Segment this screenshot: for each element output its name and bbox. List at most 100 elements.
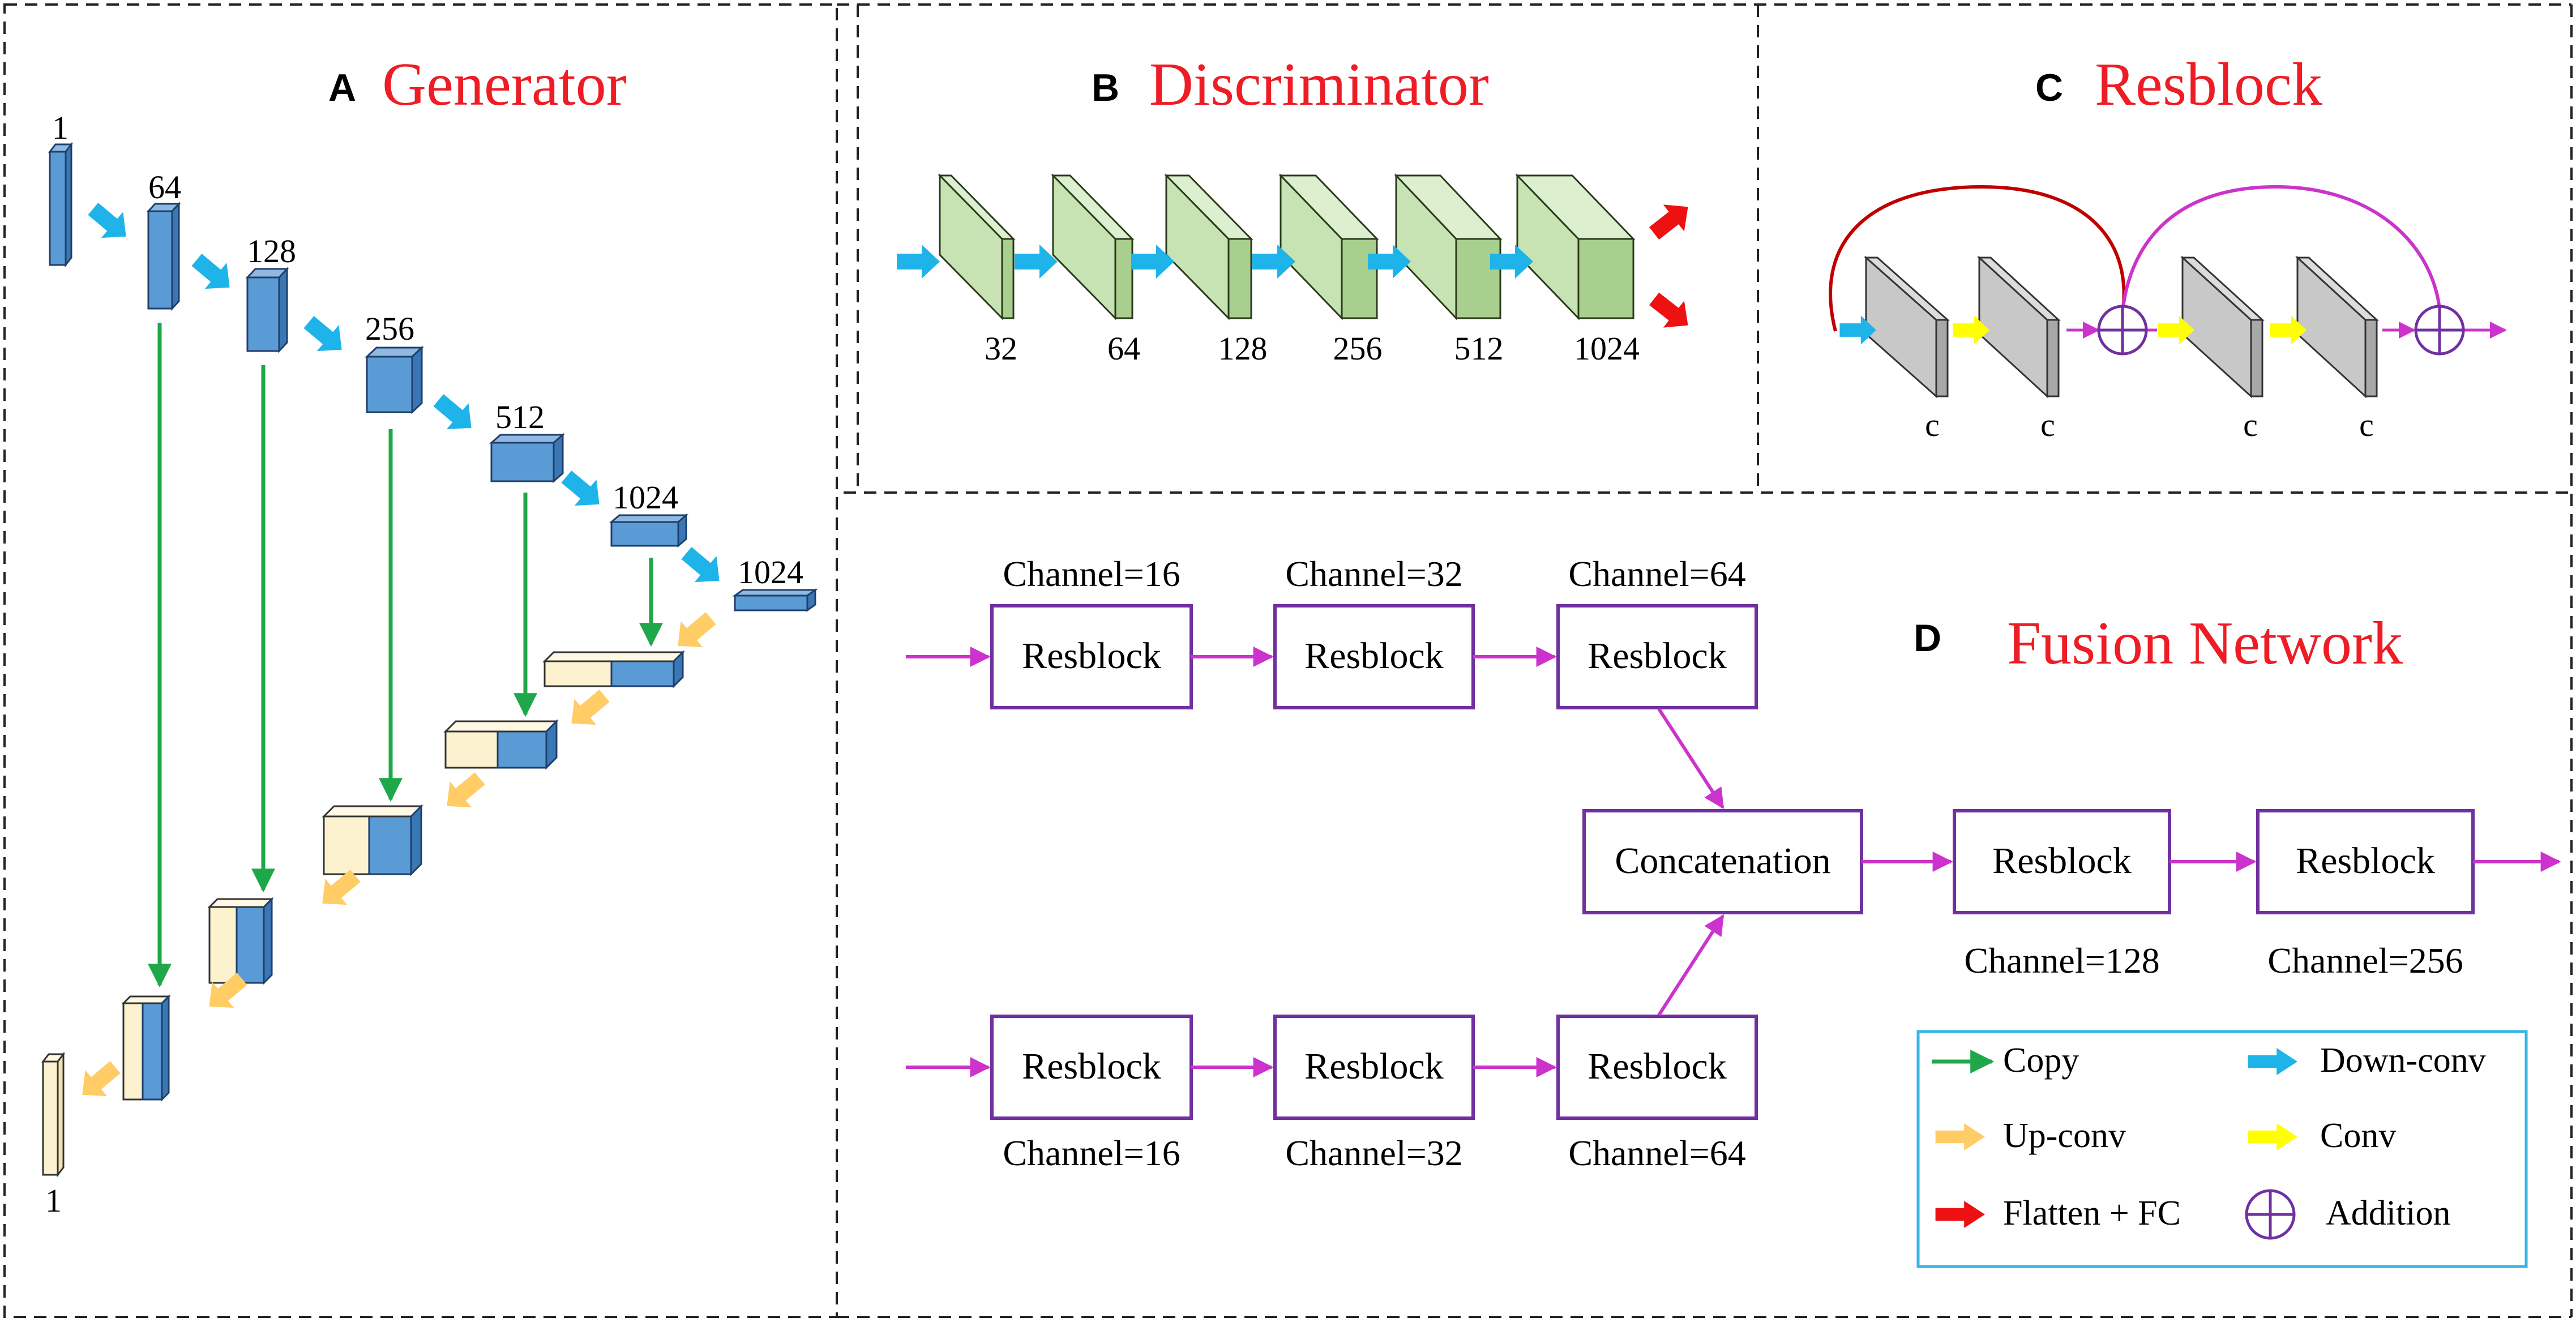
legend-box — [1916, 1030, 2528, 1268]
panel-c-letter: C — [2035, 66, 2063, 109]
resblock-box — [1556, 1015, 1758, 1120]
legend: Copy Down-conv Up-conv Conv Flatten + FC… — [1916, 1030, 2528, 1268]
panel-a-letter: A — [328, 66, 356, 109]
up-conv-arrow-icon — [667, 605, 722, 659]
res-channel-label: c — [2243, 407, 2258, 443]
res-conv-block-2 — [1977, 255, 2061, 399]
addition-legend-icon — [2245, 1189, 2296, 1240]
down-conv-arrow-icon — [298, 309, 353, 363]
decoder-block-5 — [121, 994, 171, 1102]
encoder-blocks — [48, 142, 818, 612]
legend-flatten-fc: Flatten + FC — [2003, 1194, 2181, 1233]
panel-discriminator: B Discriminator — [897, 51, 1698, 367]
disc-block-5 — [1394, 173, 1503, 320]
resblock-label: Resblock — [2296, 840, 2435, 882]
encoder-label: 64 — [148, 169, 181, 206]
channel-label: Channel=128 — [1964, 940, 2159, 981]
channel-label: Channel=32 — [1285, 554, 1462, 594]
disc-block-1 — [938, 173, 1016, 320]
encoder-label: 1 — [52, 109, 69, 146]
encoder-label: 512 — [495, 399, 545, 435]
resblock-box — [1273, 1015, 1475, 1120]
down-conv-arrow-icon — [186, 246, 241, 301]
panel-fusion: D Fusion Network Channel=16 Channel=32 C… — [906, 554, 2561, 1268]
resblock-box — [2256, 809, 2475, 914]
flatten-fc-arrow-icon — [1644, 285, 1698, 339]
fusion-title: Fusion Network — [2007, 610, 2403, 677]
disc-channel-label: 32 — [985, 330, 1017, 367]
encoder-labels: 1 64 128 256 512 1024 1024 — [52, 109, 803, 591]
encoder-block-4 — [365, 345, 424, 414]
channel-label: Channel=32 — [1285, 1133, 1462, 1173]
channel-label: Channel=16 — [1003, 554, 1180, 594]
up-conv-arrow-icon — [436, 765, 491, 819]
encoder-block-1 — [48, 142, 74, 268]
resblock-box — [990, 1015, 1193, 1120]
res-channel-label: c — [2040, 407, 2055, 443]
res-channel-label: c — [1925, 407, 1940, 443]
concatenation-box — [1582, 809, 1863, 914]
flatten-fc-arrows — [1644, 193, 1698, 339]
skip-arc-2 — [2120, 185, 2442, 318]
down-conv-arrow-icon — [1015, 245, 1058, 279]
resblock-label: Resblock — [1022, 1046, 1161, 1087]
encoder-block-2 — [146, 202, 181, 311]
resblock-title: Resblock — [2095, 51, 2322, 118]
fusion-bottom-row: Resblock Resblock Resblock Channel=16 Ch… — [990, 1015, 1758, 1173]
disc-channel-label: 64 — [1107, 330, 1140, 367]
disc-block-3 — [1164, 173, 1253, 320]
channel-label: Channel=64 — [1568, 554, 1745, 594]
decoder-block-2 — [443, 719, 559, 770]
disc-channel-label: 1024 — [1574, 330, 1640, 367]
panel-d-letter: D — [1914, 617, 1941, 660]
flatten-fc-arrow-icon — [1644, 193, 1698, 247]
addition-icon — [2414, 305, 2465, 356]
disc-channel-label: 128 — [1218, 330, 1268, 367]
panel-b-letter: B — [1092, 66, 1119, 109]
generator-copy-links — [148, 323, 663, 988]
resblock-label: Resblock — [1587, 635, 1727, 677]
res-channel-label: c — [2359, 407, 2374, 443]
encoder-block-5 — [489, 433, 565, 484]
res-conv-block-4 — [2295, 255, 2379, 399]
fusion-connectors — [906, 647, 2561, 1077]
down-conv-arrow-icon — [897, 245, 940, 279]
resblock-label: Resblock — [1022, 635, 1161, 677]
encoder-block-7 — [732, 588, 818, 612]
down-conv-arrow-icon — [427, 387, 482, 441]
up-conv-arrow-icon — [71, 1054, 126, 1108]
panel-resblock: C Resblock — [1829, 51, 2507, 443]
disc-block-6 — [1515, 173, 1636, 320]
legend-copy: Copy — [2003, 1041, 2079, 1080]
skip-arc-1 — [1829, 185, 2126, 332]
encoder-label: 256 — [365, 310, 414, 347]
down-conv-arrow-icon — [555, 463, 610, 517]
output-label: 1 — [45, 1182, 62, 1219]
discriminator-blocks — [938, 173, 1636, 320]
resblock-label: Resblock — [1587, 1046, 1727, 1087]
decoder-block-1 — [542, 650, 685, 688]
encoder-label: 128 — [247, 233, 296, 269]
disc-block-4 — [1278, 173, 1379, 320]
encoder-label: 1024 — [613, 479, 678, 516]
channel-label: Channel=64 — [1568, 1133, 1745, 1173]
panel-generator: A Generator — [41, 51, 818, 1219]
fusion-top-row: Channel=16 Channel=32 Channel=64 Resbloc… — [990, 554, 1758, 709]
down-conv-arrow-icon — [82, 195, 137, 250]
channel-label: Channel=256 — [2267, 940, 2463, 981]
legend-up-conv: Up-conv — [2003, 1116, 2126, 1155]
encoder-label: 1024 — [738, 554, 803, 591]
legend-addition: Addition — [2326, 1194, 2450, 1233]
decoder-blocks — [41, 650, 685, 1178]
disc-channel-label: 512 — [1454, 330, 1504, 367]
decoder-block-3 — [322, 804, 423, 876]
encoder-block-6 — [609, 513, 689, 548]
channel-label: Channel=16 — [1003, 1133, 1180, 1173]
discriminator-title: Discriminator — [1149, 51, 1489, 118]
down-conv-arrow-icon — [675, 540, 730, 594]
discriminator-labels: 32 64 128 256 512 1024 — [985, 330, 1640, 367]
res-conv-block-1 — [1864, 255, 1950, 399]
up-conv-arrow-icon — [560, 682, 615, 737]
addition-icon — [2097, 305, 2148, 356]
